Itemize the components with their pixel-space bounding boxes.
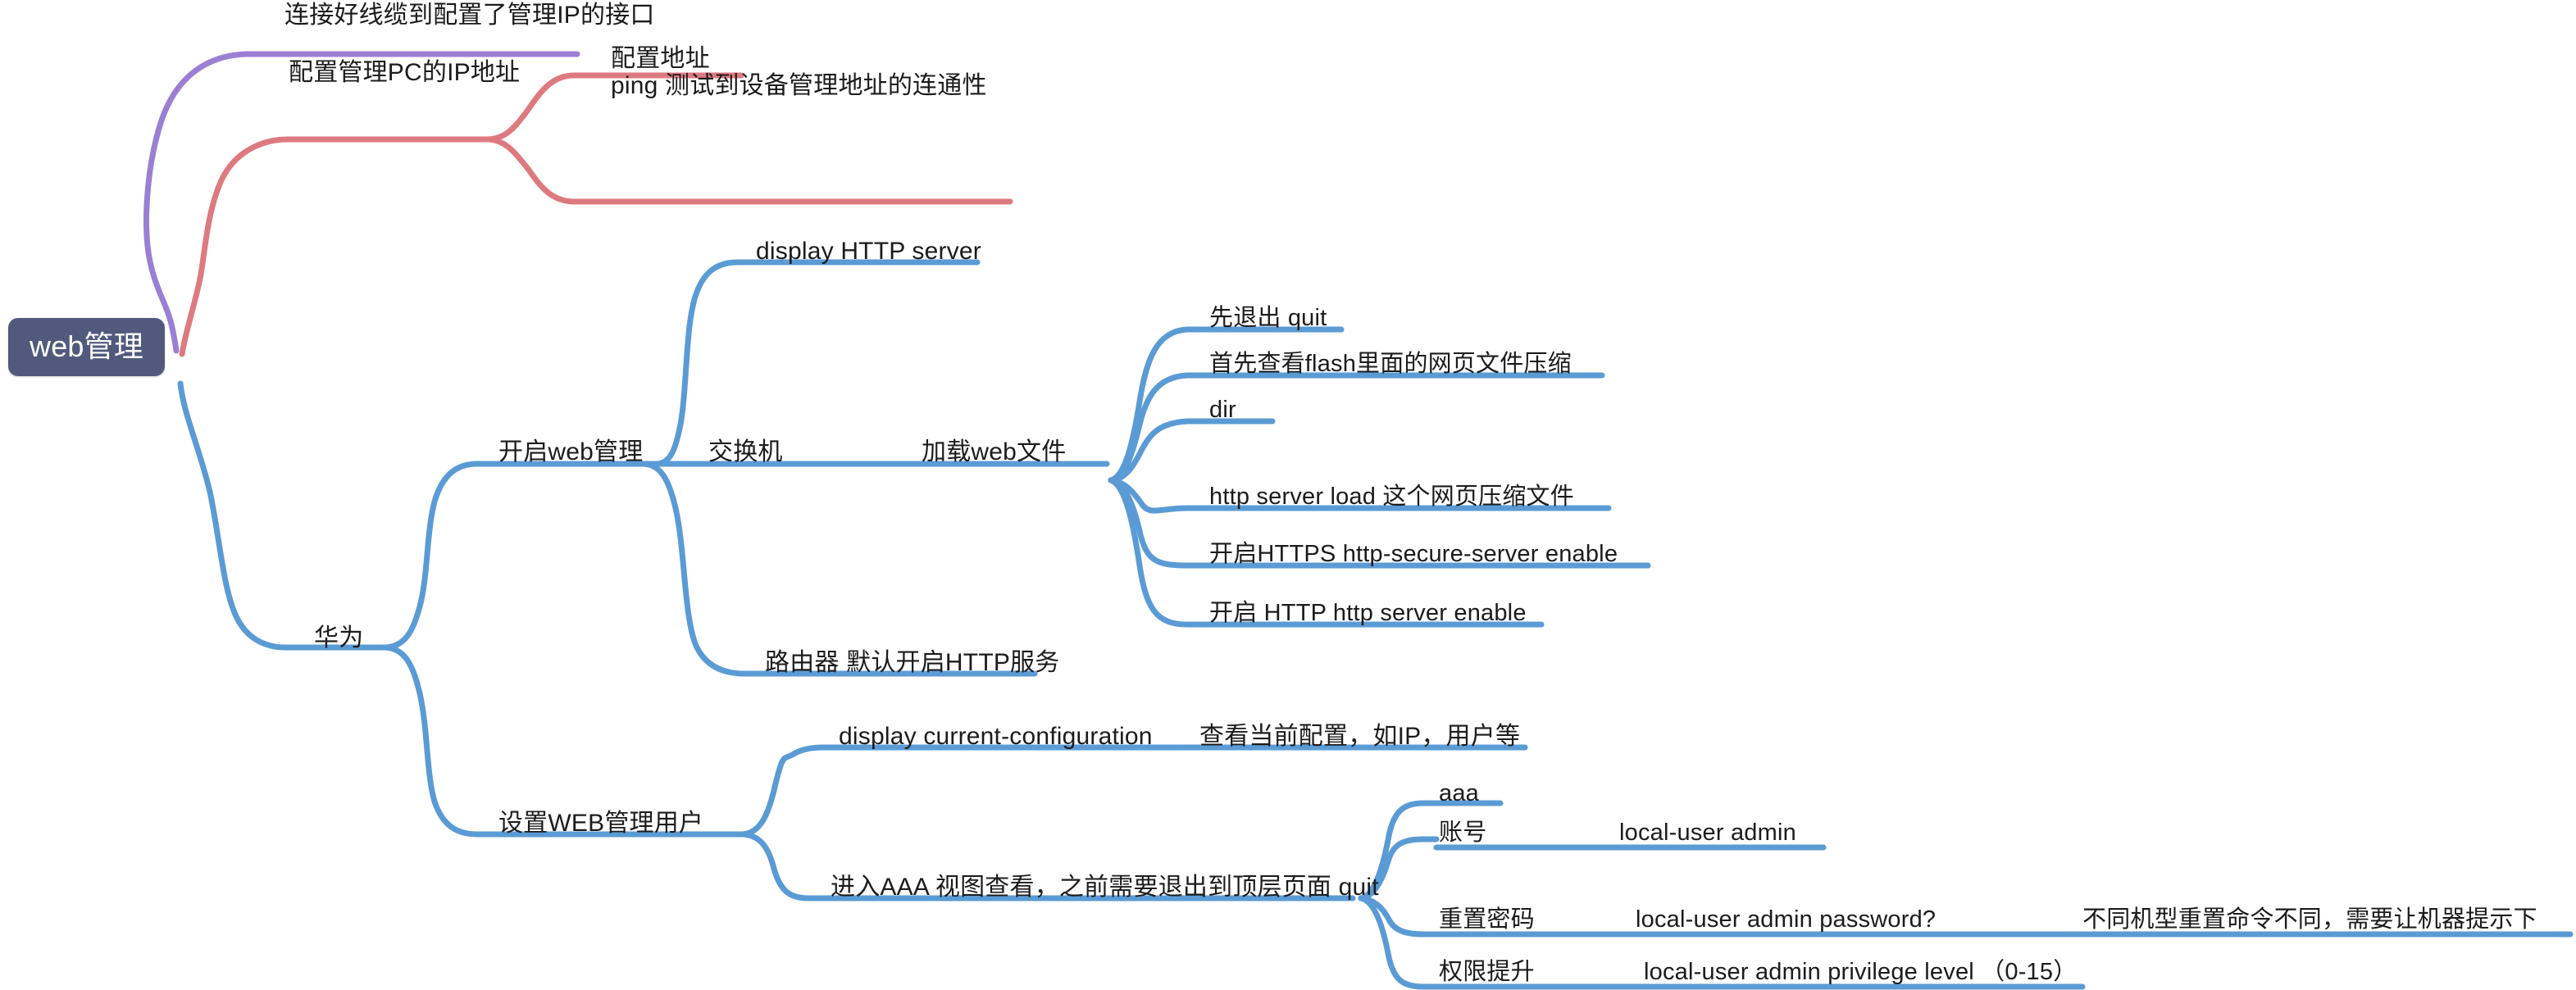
- node-aaa-command[interactable]: aaa: [1439, 780, 1479, 807]
- node-enable-http[interactable]: 开启 HTTP http server enable: [1209, 600, 1527, 627]
- node-display-http-server-label: display HTTP server: [756, 238, 981, 265]
- node-enable-http-label: 开启 HTTP http server enable: [1209, 600, 1527, 626]
- node-set-web-user[interactable]: 设置WEB管理用户: [498, 810, 703, 838]
- edge-pcip-to-ping: [484, 136, 610, 205]
- edge-loadweb-to-serverload: [1108, 477, 1210, 514]
- edge-root-to-cable: [143, 51, 286, 354]
- edge-loadweb-to-quit: [1108, 326, 1210, 484]
- node-enter-aaa-view-label: 进入AAA 视图查看，之前需要退出到顶层页面 quit: [831, 874, 1379, 901]
- node-local-user-admin-label: local-user admin: [1619, 820, 1796, 846]
- node-reset-password-command-label: local-user admin password?: [1636, 906, 1937, 933]
- edge-root-to-pcip: [179, 136, 315, 357]
- node-view-current-config-label: 查看当前配置，如IP，用户等: [1199, 723, 1521, 750]
- node-set-web-user-label: 设置WEB管理用户: [498, 810, 704, 837]
- node-http-server-load-label: http server load 这个网页压缩文件: [1209, 484, 1574, 510]
- edge-aaa-to-privilege: [1358, 895, 1440, 990]
- node-enable-https[interactable]: 开启HTTPS http-secure-server enable: [1209, 541, 1618, 568]
- node-http-server-load[interactable]: http server load 这个网页压缩文件: [1209, 484, 1574, 511]
- node-privilege-escalation[interactable]: 权限提升: [1439, 959, 1535, 986]
- edge-switch-to-displayhttp: [653, 259, 758, 467]
- edge-webuser-to-aaa: [738, 831, 831, 901]
- node-config-address[interactable]: 配置地址: [611, 45, 710, 74]
- node-account[interactable]: 账号: [1439, 820, 1486, 847]
- root-node[interactable]: web管理: [8, 318, 166, 377]
- node-cable-connect-label: 连接好线缆到配置了管理IP的接口: [284, 2, 655, 29]
- node-local-user-admin[interactable]: local-user admin: [1619, 820, 1796, 847]
- root-node-label: web管理: [30, 329, 144, 363]
- edge-loadweb-to-flash: [1108, 372, 1210, 484]
- node-privilege-escalation-label: 权限提升: [1439, 959, 1535, 985]
- node-load-web-file-label: 加载web文件: [922, 438, 1067, 465]
- node-ping-test-label: ping 测试到设备管理地址的连通性: [611, 72, 987, 99]
- node-check-flash-label: 首先查看flash里面的网页文件压缩: [1209, 351, 1572, 377]
- node-load-web-file[interactable]: 加载web文件: [922, 438, 1066, 467]
- node-dir-label: dir: [1209, 397, 1236, 423]
- edge-huawei-to-webuser: [380, 644, 498, 838]
- node-huawei[interactable]: 华为: [314, 624, 363, 653]
- node-display-current-config-label: display current-configuration: [839, 723, 1153, 750]
- node-router-default-http[interactable]: 路由器 默认开启HTTP服务: [765, 649, 1059, 678]
- edge-loadweb-to-https: [1108, 477, 1210, 569]
- node-check-flash[interactable]: 首先查看flash里面的网页文件压缩: [1209, 351, 1572, 378]
- edge-enableweb-to-router: [639, 461, 766, 677]
- node-quit-first-label: 先退出 quit: [1209, 305, 1327, 331]
- node-huawei-label: 华为: [314, 624, 364, 652]
- node-aaa-command-label: aaa: [1439, 780, 1479, 806]
- node-quit-first[interactable]: 先退出 quit: [1209, 305, 1327, 332]
- node-config-address-label: 配置地址: [611, 45, 710, 72]
- edge-aaa-to-resetpwd: [1358, 895, 1440, 938]
- node-reset-password-note-label: 不同机型重置命令不同，需要让机器提示下: [2082, 906, 2537, 933]
- node-dir[interactable]: dir: [1209, 397, 1236, 424]
- node-enable-web-mgmt-label: 开启web管理: [498, 438, 644, 465]
- node-reset-password-note[interactable]: 不同机型重置命令不同，需要让机器提示下: [2082, 906, 2537, 933]
- node-display-http-server[interactable]: display HTTP server: [756, 238, 981, 266]
- node-reset-password[interactable]: 重置密码: [1439, 906, 1535, 933]
- node-enable-https-label: 开启HTTPS http-secure-server enable: [1209, 541, 1618, 567]
- edge-loadweb-to-dir: [1108, 418, 1210, 484]
- node-switch-label: 交换机: [708, 438, 783, 465]
- node-config-pc-ip-label: 配置管理PC的IP地址: [289, 59, 521, 86]
- edge-loadweb-to-http: [1108, 477, 1210, 628]
- edge-webuser-to-dispcur: [738, 744, 840, 838]
- node-account-label: 账号: [1439, 820, 1487, 846]
- edge-root-to-huawei: [177, 380, 315, 651]
- node-privilege-command-label: local-user admin privilege level （0-15）: [1644, 959, 2078, 985]
- node-ping-test[interactable]: ping 测试到设备管理地址的连通性: [611, 72, 987, 101]
- node-cable-connect[interactable]: 连接好线缆到配置了管理IP的接口: [284, 2, 655, 30]
- node-enable-web-mgmt[interactable]: 开启web管理: [498, 438, 643, 467]
- node-reset-password-command[interactable]: local-user admin password?: [1636, 906, 1936, 933]
- node-privilege-command[interactable]: local-user admin privilege level （0-15）: [1644, 959, 2077, 986]
- node-display-current-config[interactable]: display current-configuration: [839, 723, 1153, 752]
- node-view-current-config[interactable]: 查看当前配置，如IP，用户等: [1199, 723, 1520, 752]
- node-enter-aaa-view[interactable]: 进入AAA 视图查看，之前需要退出到顶层页面 quit: [831, 874, 1379, 902]
- node-reset-password-label: 重置密码: [1439, 906, 1535, 933]
- node-switch[interactable]: 交换机: [708, 438, 783, 467]
- edge-huawei-to-enableweb: [380, 461, 498, 651]
- node-router-default-http-label: 路由器 默认开启HTTP服务: [765, 649, 1060, 676]
- node-config-pc-ip[interactable]: 配置管理PC的IP地址: [289, 59, 520, 88]
